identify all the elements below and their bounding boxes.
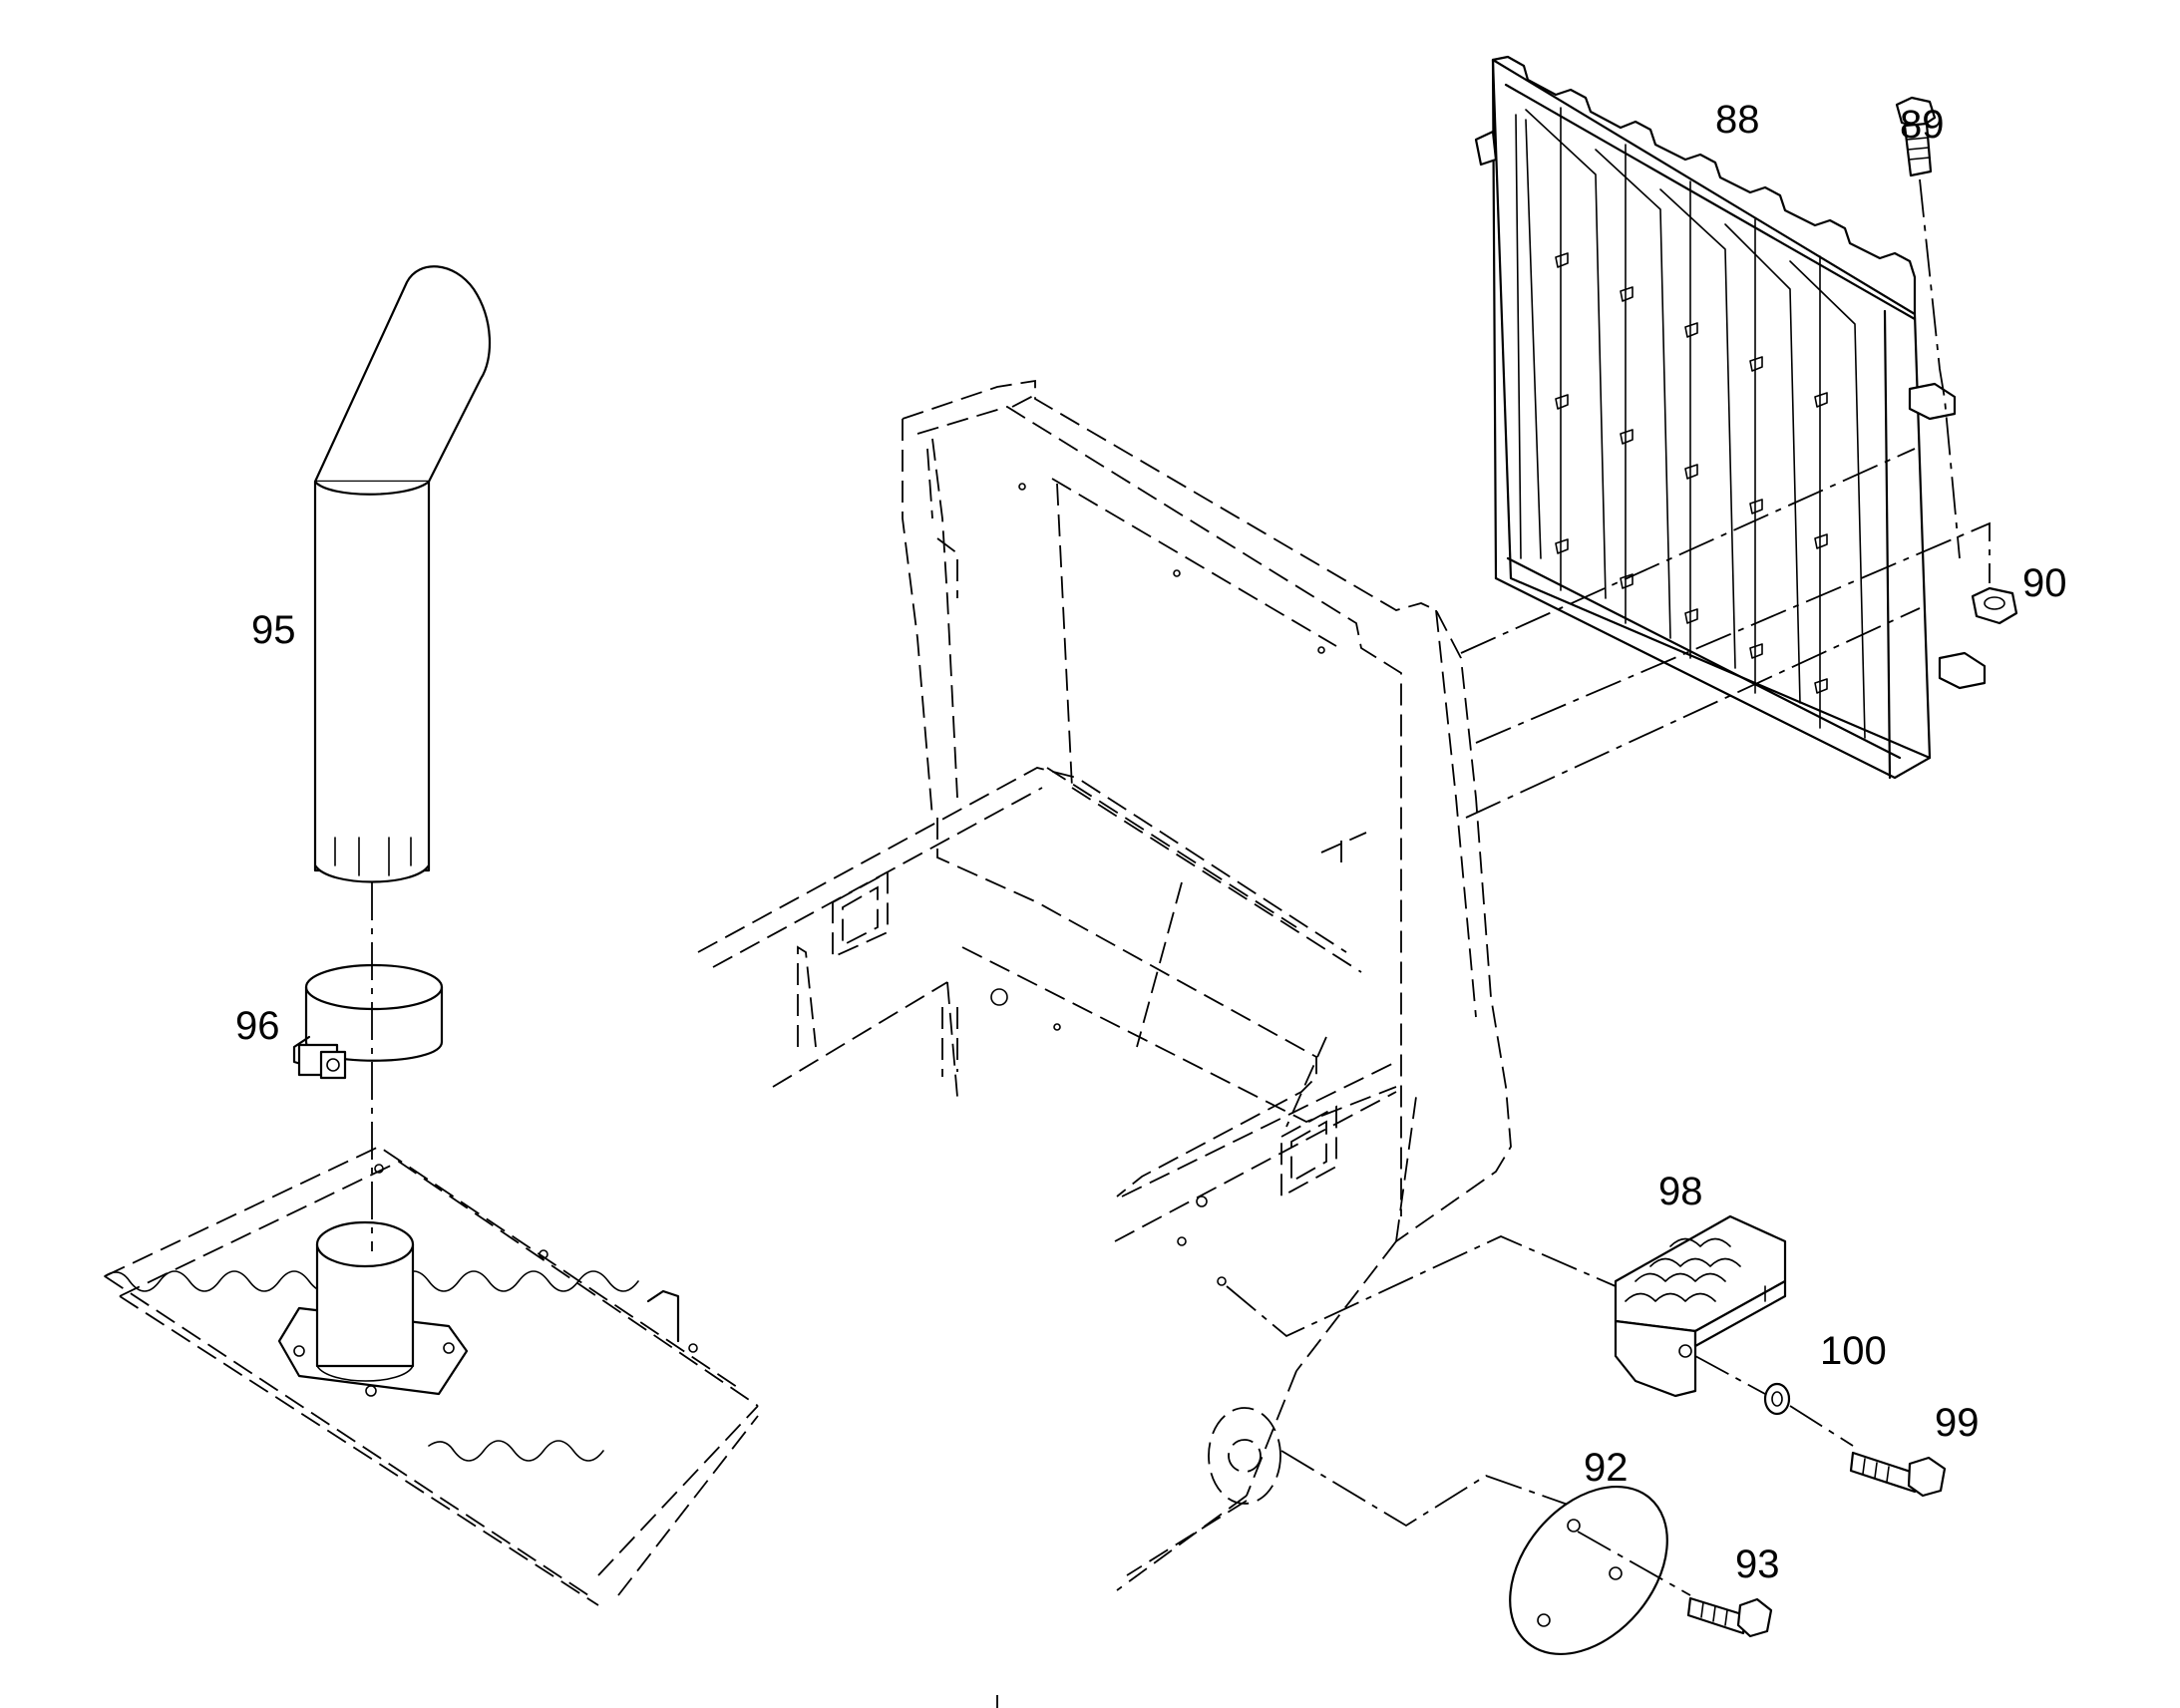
part-99-bolt[interactable]: [1849, 1451, 1947, 1498]
part-88-radiator-grille[interactable]: [1474, 55, 1987, 780]
part-100-washer[interactable]: [1763, 1382, 1791, 1416]
part-93-bolt[interactable]: [1686, 1596, 1773, 1638]
part-98-step[interactable]: [1614, 1214, 1787, 1398]
part-89-bolt[interactable]: [1895, 96, 1937, 177]
leader-nut-90: [1475, 521, 1991, 744]
callout-90: 90: [2022, 561, 2067, 605]
leader-cover-plate: [1577, 1531, 1691, 1596]
leader-step-to-frame: [1226, 1235, 1617, 1338]
part-92-cover-plate[interactable]: [1478, 1456, 1699, 1684]
callout-100: 100: [1820, 1329, 1887, 1373]
callout-89: 89: [1900, 103, 1945, 147]
leader-bolt-99: [1789, 1405, 1854, 1447]
leader-grille-top: [1460, 448, 1916, 654]
callout-93: 93: [1735, 1542, 1780, 1586]
callout-96: 96: [235, 1004, 280, 1048]
callout-92: 92: [1584, 1446, 1629, 1490]
callout-99: 99: [1935, 1401, 1980, 1445]
cab-frame-phantom: [697, 379, 1512, 1708]
callout-95: 95: [251, 608, 296, 652]
leader-washer-100: [1694, 1355, 1766, 1395]
callout-88: 88: [1715, 98, 1760, 142]
part-90-nut[interactable]: [1971, 586, 2018, 625]
part-96-pipe-clamp[interactable]: [292, 963, 444, 1080]
leader-cover-to-frame: [1280, 1450, 1572, 1528]
part-95-exhaust-stack[interactable]: [313, 265, 492, 883]
leader-bolt-89: [1919, 178, 1961, 559]
leader-grille-mount: [1465, 607, 1921, 819]
floor-panel-with-pipe-stub: [104, 1145, 759, 1606]
callout-98: 98: [1658, 1170, 1703, 1213]
